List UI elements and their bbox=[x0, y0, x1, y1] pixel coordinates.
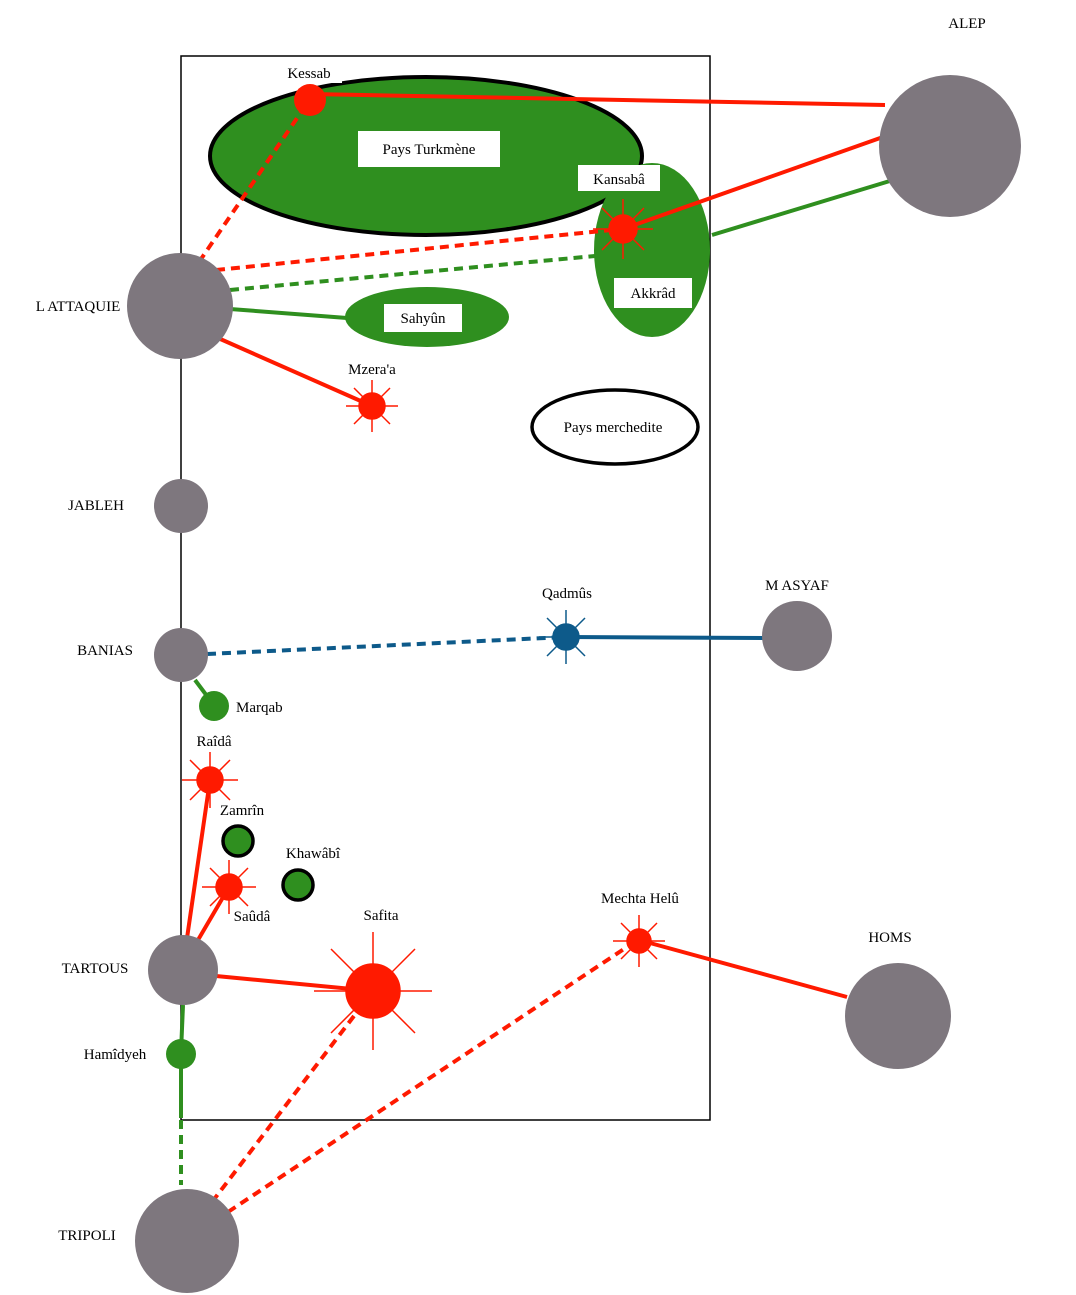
link-banias-qadmus bbox=[206, 635, 567, 656]
zamrin-node bbox=[221, 824, 255, 858]
link-tripoli-safita bbox=[210, 993, 372, 1204]
label-box-kansaba bbox=[578, 165, 660, 191]
label-box-akkrad bbox=[614, 278, 692, 308]
city-tripoli-node bbox=[135, 1189, 239, 1293]
safita-star-icon bbox=[314, 932, 432, 1050]
kessab-node bbox=[294, 84, 326, 116]
mechta-star-icon bbox=[613, 915, 665, 967]
label-sauda: Saûdâ bbox=[234, 909, 271, 925]
city-homs-node bbox=[845, 963, 951, 1069]
label-raida: Raîdâ bbox=[197, 734, 232, 750]
link-lattaquie-sahyun bbox=[229, 307, 348, 320]
label-marqab: Marqab bbox=[236, 700, 283, 716]
city-alep-node bbox=[879, 75, 1021, 217]
label-kessab: Kessab bbox=[287, 66, 330, 82]
label-hamidyeh: Hamîdyeh bbox=[84, 1047, 147, 1063]
city-banias-node bbox=[154, 628, 208, 682]
label-box-kessab bbox=[276, 61, 342, 83]
blue-links bbox=[206, 635, 765, 656]
link-akkrad-alep bbox=[711, 178, 894, 237]
green-dashed-links bbox=[179, 254, 596, 1185]
label-qadmus: Qadmûs bbox=[542, 586, 592, 602]
label-box-sahyun bbox=[384, 304, 462, 332]
link-tartous-raida bbox=[184, 779, 212, 946]
link-mechta-homs bbox=[638, 938, 848, 999]
link-tripoli-mechta bbox=[226, 939, 638, 1214]
label-khawabi: Khawâbî bbox=[286, 846, 341, 862]
label-alep: ALEP bbox=[948, 16, 986, 32]
qadmus-star-icon bbox=[539, 610, 593, 664]
label-mechta: Mechta Helû bbox=[601, 891, 679, 907]
sauda-star-icon bbox=[202, 860, 256, 914]
red-dashed-links bbox=[197, 100, 638, 1214]
link-lattaquie-kessab bbox=[197, 100, 310, 264]
label-pays-merchedite: Pays merchedite bbox=[564, 420, 663, 436]
link-lattaquie-kansaba bbox=[215, 227, 622, 272]
label-akkrad: Akkrâd bbox=[631, 286, 676, 302]
label-tartous: TARTOUS bbox=[62, 961, 129, 977]
link-lattaquie-akkrad bbox=[229, 254, 596, 292]
marqab-node bbox=[199, 691, 229, 721]
label-kansaba: Kansabâ bbox=[593, 172, 645, 188]
kansaba-star-icon bbox=[593, 199, 653, 259]
city-jableh-node bbox=[154, 479, 208, 533]
city-masyaf-node bbox=[762, 601, 832, 671]
label-safita: Safita bbox=[364, 908, 399, 924]
link-qadmus-masyaf bbox=[565, 635, 765, 640]
label-jableh: JABLEH bbox=[68, 498, 124, 514]
khawabi-node bbox=[281, 868, 315, 902]
label-tripoli: TRIPOLI bbox=[58, 1228, 116, 1244]
region-pays-merchedite bbox=[530, 388, 700, 466]
link-lattaquie-mzera bbox=[217, 336, 373, 408]
label-homs: HOMS bbox=[868, 930, 911, 946]
link-kansaba-alep bbox=[622, 135, 884, 231]
label-banias: BANIAS bbox=[77, 643, 133, 659]
raida-star-icon bbox=[182, 752, 238, 808]
city-lattaquie-node bbox=[127, 253, 233, 359]
cities bbox=[127, 75, 1021, 1293]
label-zamrin: Zamrîn bbox=[220, 803, 265, 819]
city-tartous-node bbox=[148, 935, 218, 1005]
label-sahyun: Sahyûn bbox=[401, 311, 447, 327]
mzera-star-icon bbox=[346, 380, 398, 432]
territory-frame bbox=[180, 55, 711, 1121]
label-box-turkmene bbox=[358, 131, 500, 167]
label-pays-turkmene: Pays Turkmène bbox=[383, 142, 476, 158]
label-mzera: Mzera'a bbox=[348, 362, 396, 378]
label-masyaf: M ASYAF bbox=[765, 578, 829, 594]
hamidyeh-node bbox=[166, 1039, 196, 1069]
label-lattaquie: L ATTAQUIE bbox=[36, 299, 120, 315]
link-kessab-alep bbox=[309, 92, 886, 107]
